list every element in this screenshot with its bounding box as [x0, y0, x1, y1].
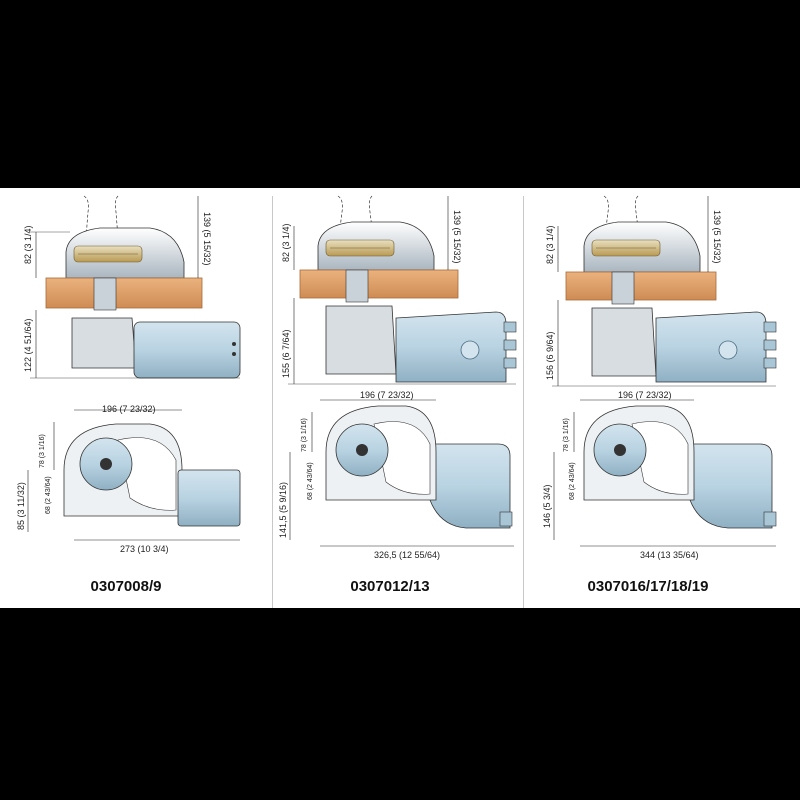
model-1-top-height: 139 (5 15/32)	[202, 212, 212, 266]
gearbox	[325, 305, 397, 375]
model-2-plan-view	[289, 399, 514, 547]
model-1-plan-view	[27, 409, 241, 541]
deck-plate	[565, 271, 717, 301]
motor-body	[133, 321, 241, 379]
model-3-upper-height: 82 (3 1/4)	[545, 225, 555, 264]
gearbox	[71, 317, 137, 369]
motor-top	[429, 443, 511, 529]
motor-body	[395, 311, 507, 383]
model-1-plan-width: 196 (7 23/32)	[102, 404, 156, 414]
deck-plate	[299, 269, 459, 299]
model-label-3: 0307016/17/18/19	[587, 578, 709, 595]
model-label-1: 0307008/9	[90, 578, 162, 595]
deck-plate	[45, 277, 203, 309]
model-3-side-view	[552, 195, 777, 387]
cover-plate	[117, 437, 177, 511]
model-2-overall-length: 326,5 (12 55/64)	[374, 550, 440, 560]
model-3-overall-length: 344 (13 35/64)	[640, 550, 699, 560]
model-2-plan-width: 196 (7 23/32)	[360, 390, 414, 400]
model-2-side-view	[288, 195, 517, 385]
column-divider	[272, 196, 273, 608]
model-1-depth-base: 85 (3 11/32)	[16, 482, 26, 530]
model-2-depth-inner: 68 (2 43/64)	[307, 462, 314, 500]
model-1-side-view	[30, 195, 241, 379]
model-3-top-height: 139 (5 15/32)	[712, 210, 722, 264]
model-3-lower-height: 156 (6 9/64)	[545, 331, 555, 380]
model-2-top-height: 139 (5 15/32)	[452, 210, 462, 264]
motor-body	[655, 311, 767, 383]
model-1-depth-inner: 68 (2 43/64)	[45, 476, 52, 514]
model-1-upper-height: 82 (3 1/4)	[23, 225, 33, 264]
model-2-upper-height: 82 (3 1/4)	[281, 223, 291, 262]
rope-outline	[83, 195, 119, 239]
column-divider	[523, 196, 524, 608]
model-3-depth-inner: 68 (2 43/64)	[569, 462, 576, 500]
motor-top	[177, 469, 241, 527]
model-1-lower-height: 122 (4 51/64)	[23, 318, 33, 372]
model-1-depth-outer: 78 (3 1/16)	[39, 434, 46, 468]
gearbox	[591, 307, 657, 377]
model-2-depth-base: 141,5 (5 9/16)	[278, 482, 288, 538]
model-label-2: 0307012/13	[350, 578, 430, 595]
model-2-depth-outer: 78 (3 1/16)	[301, 418, 308, 452]
model-2-lower-height: 155 (6 7/64)	[281, 329, 291, 378]
motor-top	[689, 443, 773, 529]
model-3-plan-width: 196 (7 23/32)	[618, 390, 672, 400]
model-3-depth-outer: 78 (3 1/16)	[563, 418, 570, 452]
model-3-plan-view	[553, 399, 777, 547]
model-1-overall-length: 273 (10 3/4)	[120, 544, 169, 554]
model-3-depth-base: 146 (5 3/4)	[542, 484, 552, 528]
